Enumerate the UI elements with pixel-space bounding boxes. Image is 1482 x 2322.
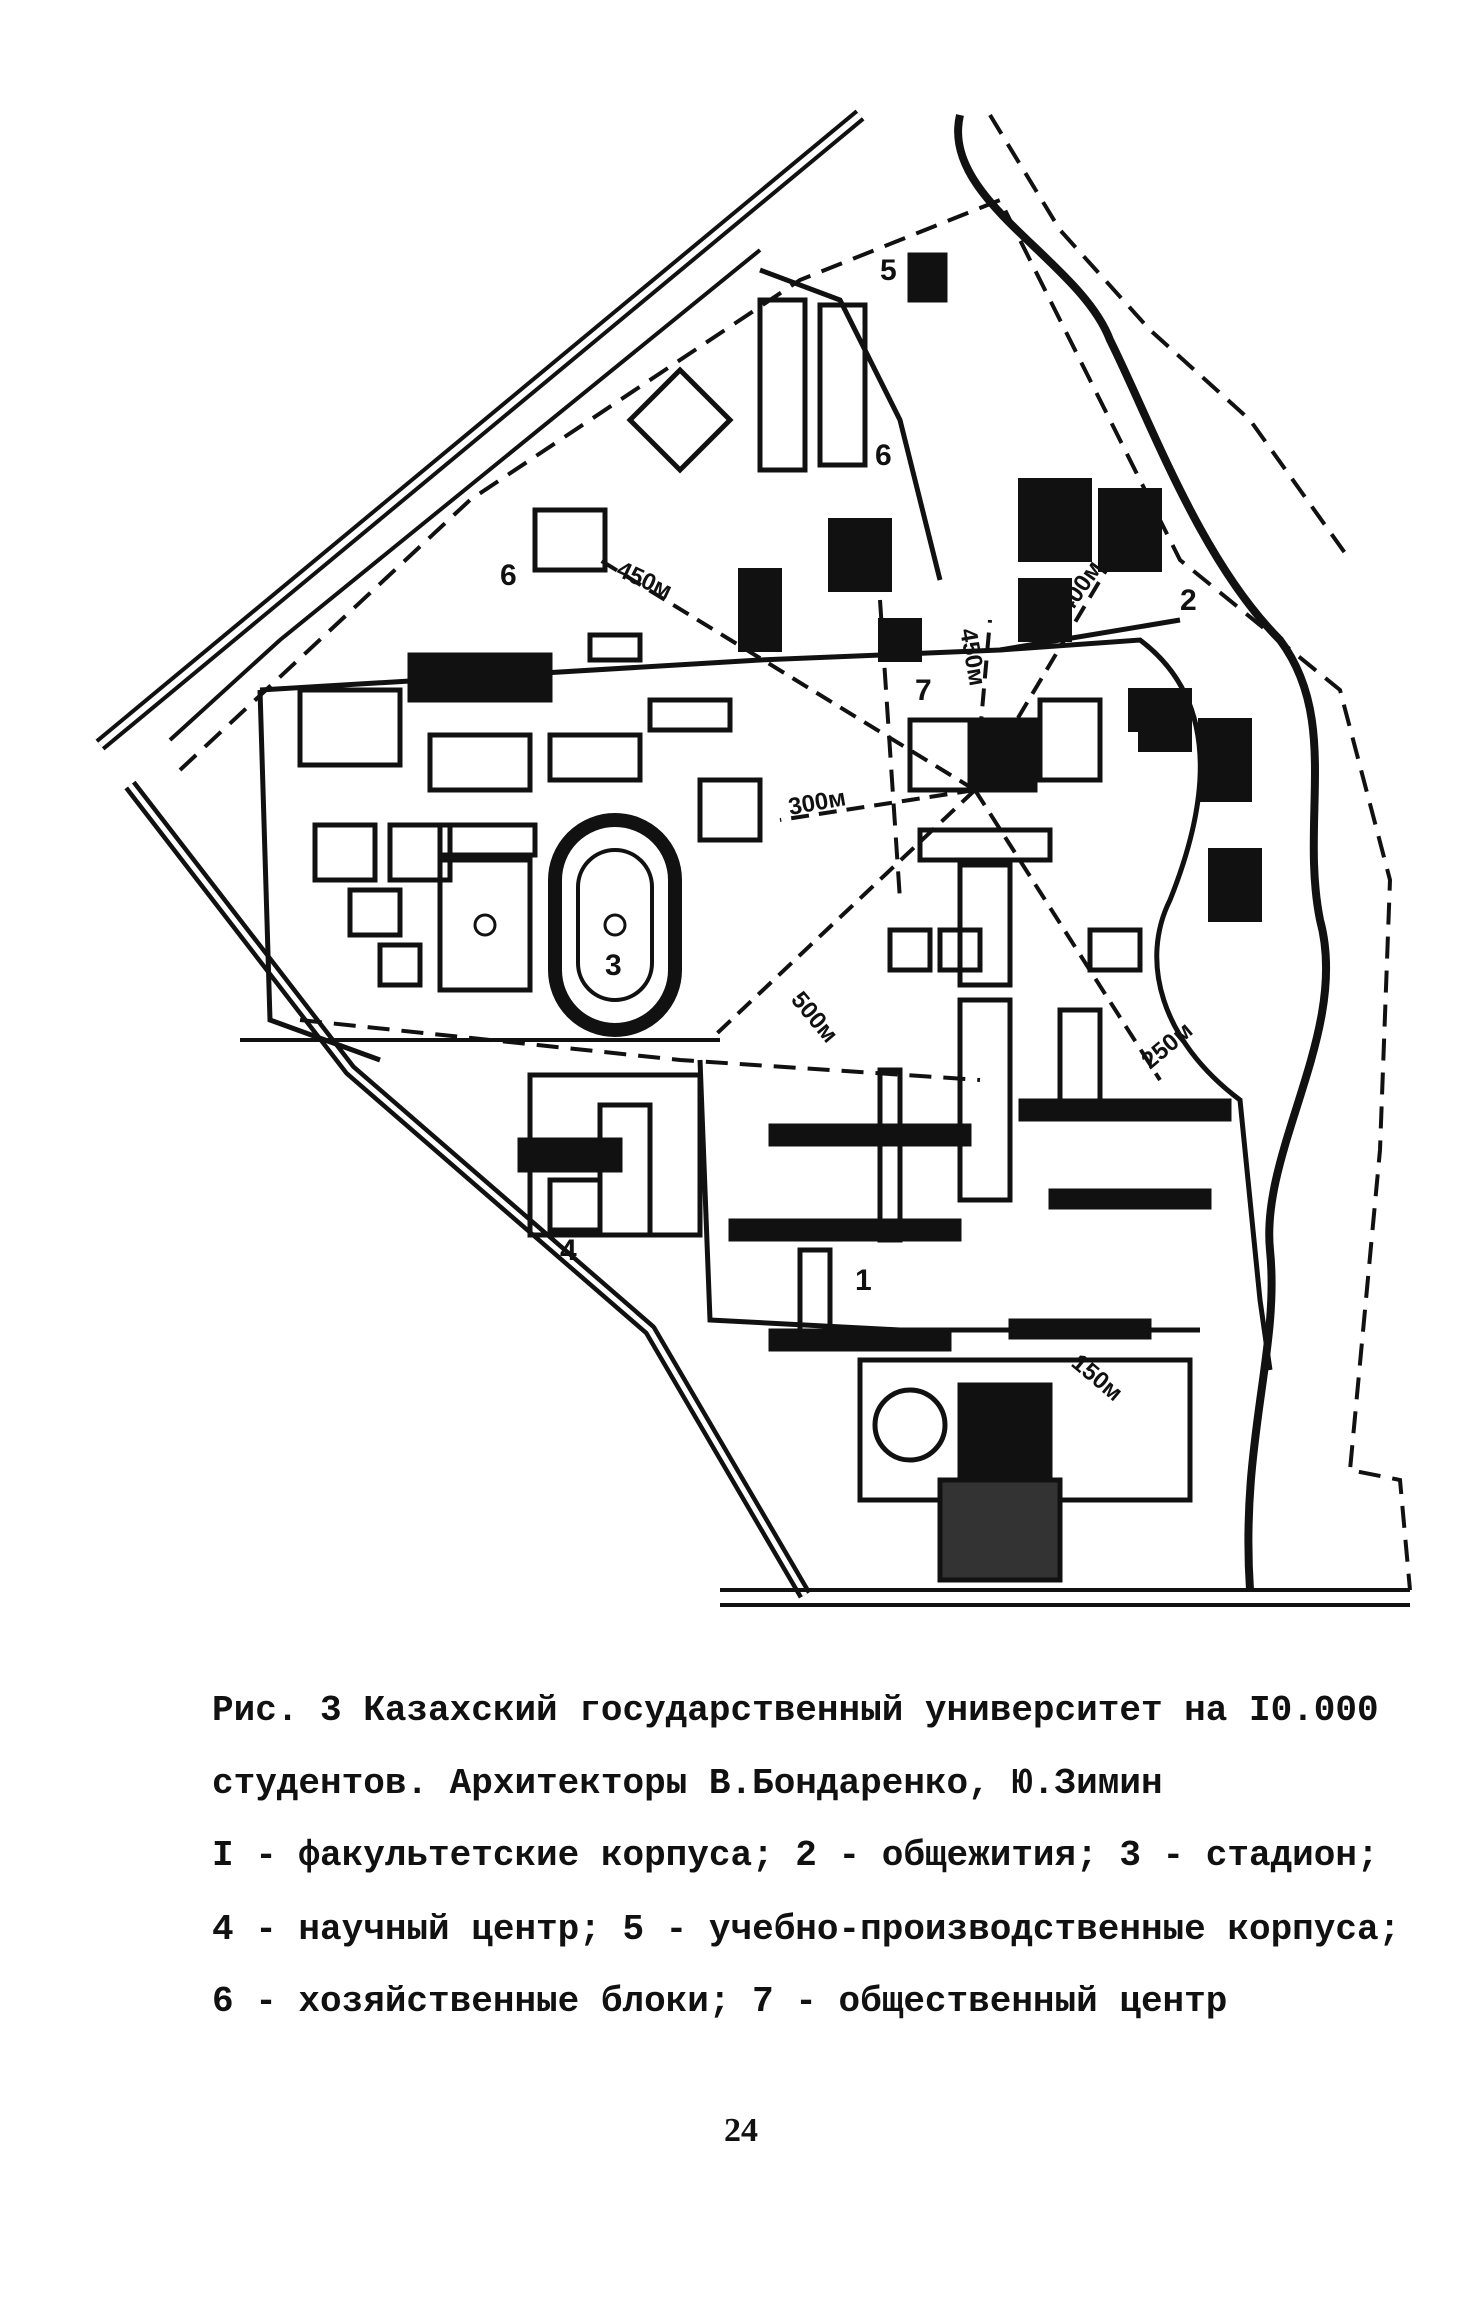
dormitory-clusters (738, 478, 1262, 922)
distance-300: 300м (786, 784, 848, 821)
campus-site-plan: 1 2 3 4 5 6 6 7 450м 450м 300м 500м 400м… (95, 109, 1412, 1607)
distance-500: 500м (785, 987, 843, 1049)
page-number: 24 (724, 2112, 758, 2149)
boundary-roads (95, 109, 1410, 1607)
figure-legend-line: I - факультетские корпуса; 2 - общежития… (212, 1835, 1379, 1876)
south-plaza (857, 1357, 1193, 1583)
building-number-labels: 1 2 3 4 5 6 6 7 (500, 254, 1197, 1297)
figure-legend-line: 4 - научный центр; 5 - учебно-производст… (212, 1909, 1401, 1950)
distance-labels: 450м 450м 300м 500м 400м 250м 150м (612, 556, 1198, 1407)
public-center (697, 697, 1143, 1203)
label-science-center: 4 (560, 1234, 577, 1267)
label-dormitory: 2 (1180, 584, 1197, 617)
river (954, 114, 1331, 1591)
label-faculty: 1 (855, 1264, 872, 1297)
west-blocks (297, 632, 733, 988)
figure-legend-line: 6 - хозяйственные блоки; 7 - общественны… (212, 1981, 1228, 2022)
north-utility-blocks (532, 252, 948, 573)
figure-caption-authors: студентов. Архитекторы В.Бондаренко, Ю.З… (212, 1763, 1163, 1804)
stadium (437, 813, 682, 1037)
walking-distance-lines (598, 528, 1162, 1082)
figure-caption-title: Рис. 3 Казахский государственный универс… (212, 1690, 1379, 1731)
inner-roads (257, 267, 1273, 1371)
distance-450-north: 450м (954, 626, 991, 688)
distance-450-west: 450м (612, 556, 676, 605)
label-utility-north: 6 (875, 439, 892, 472)
science-center (517, 1072, 703, 1238)
label-public-center: 7 (915, 674, 932, 707)
faculty-buildings (728, 1007, 1232, 1352)
label-production: 5 (880, 254, 897, 287)
label-utility-west: 6 (500, 559, 517, 592)
label-stadium: 3 (605, 949, 622, 982)
